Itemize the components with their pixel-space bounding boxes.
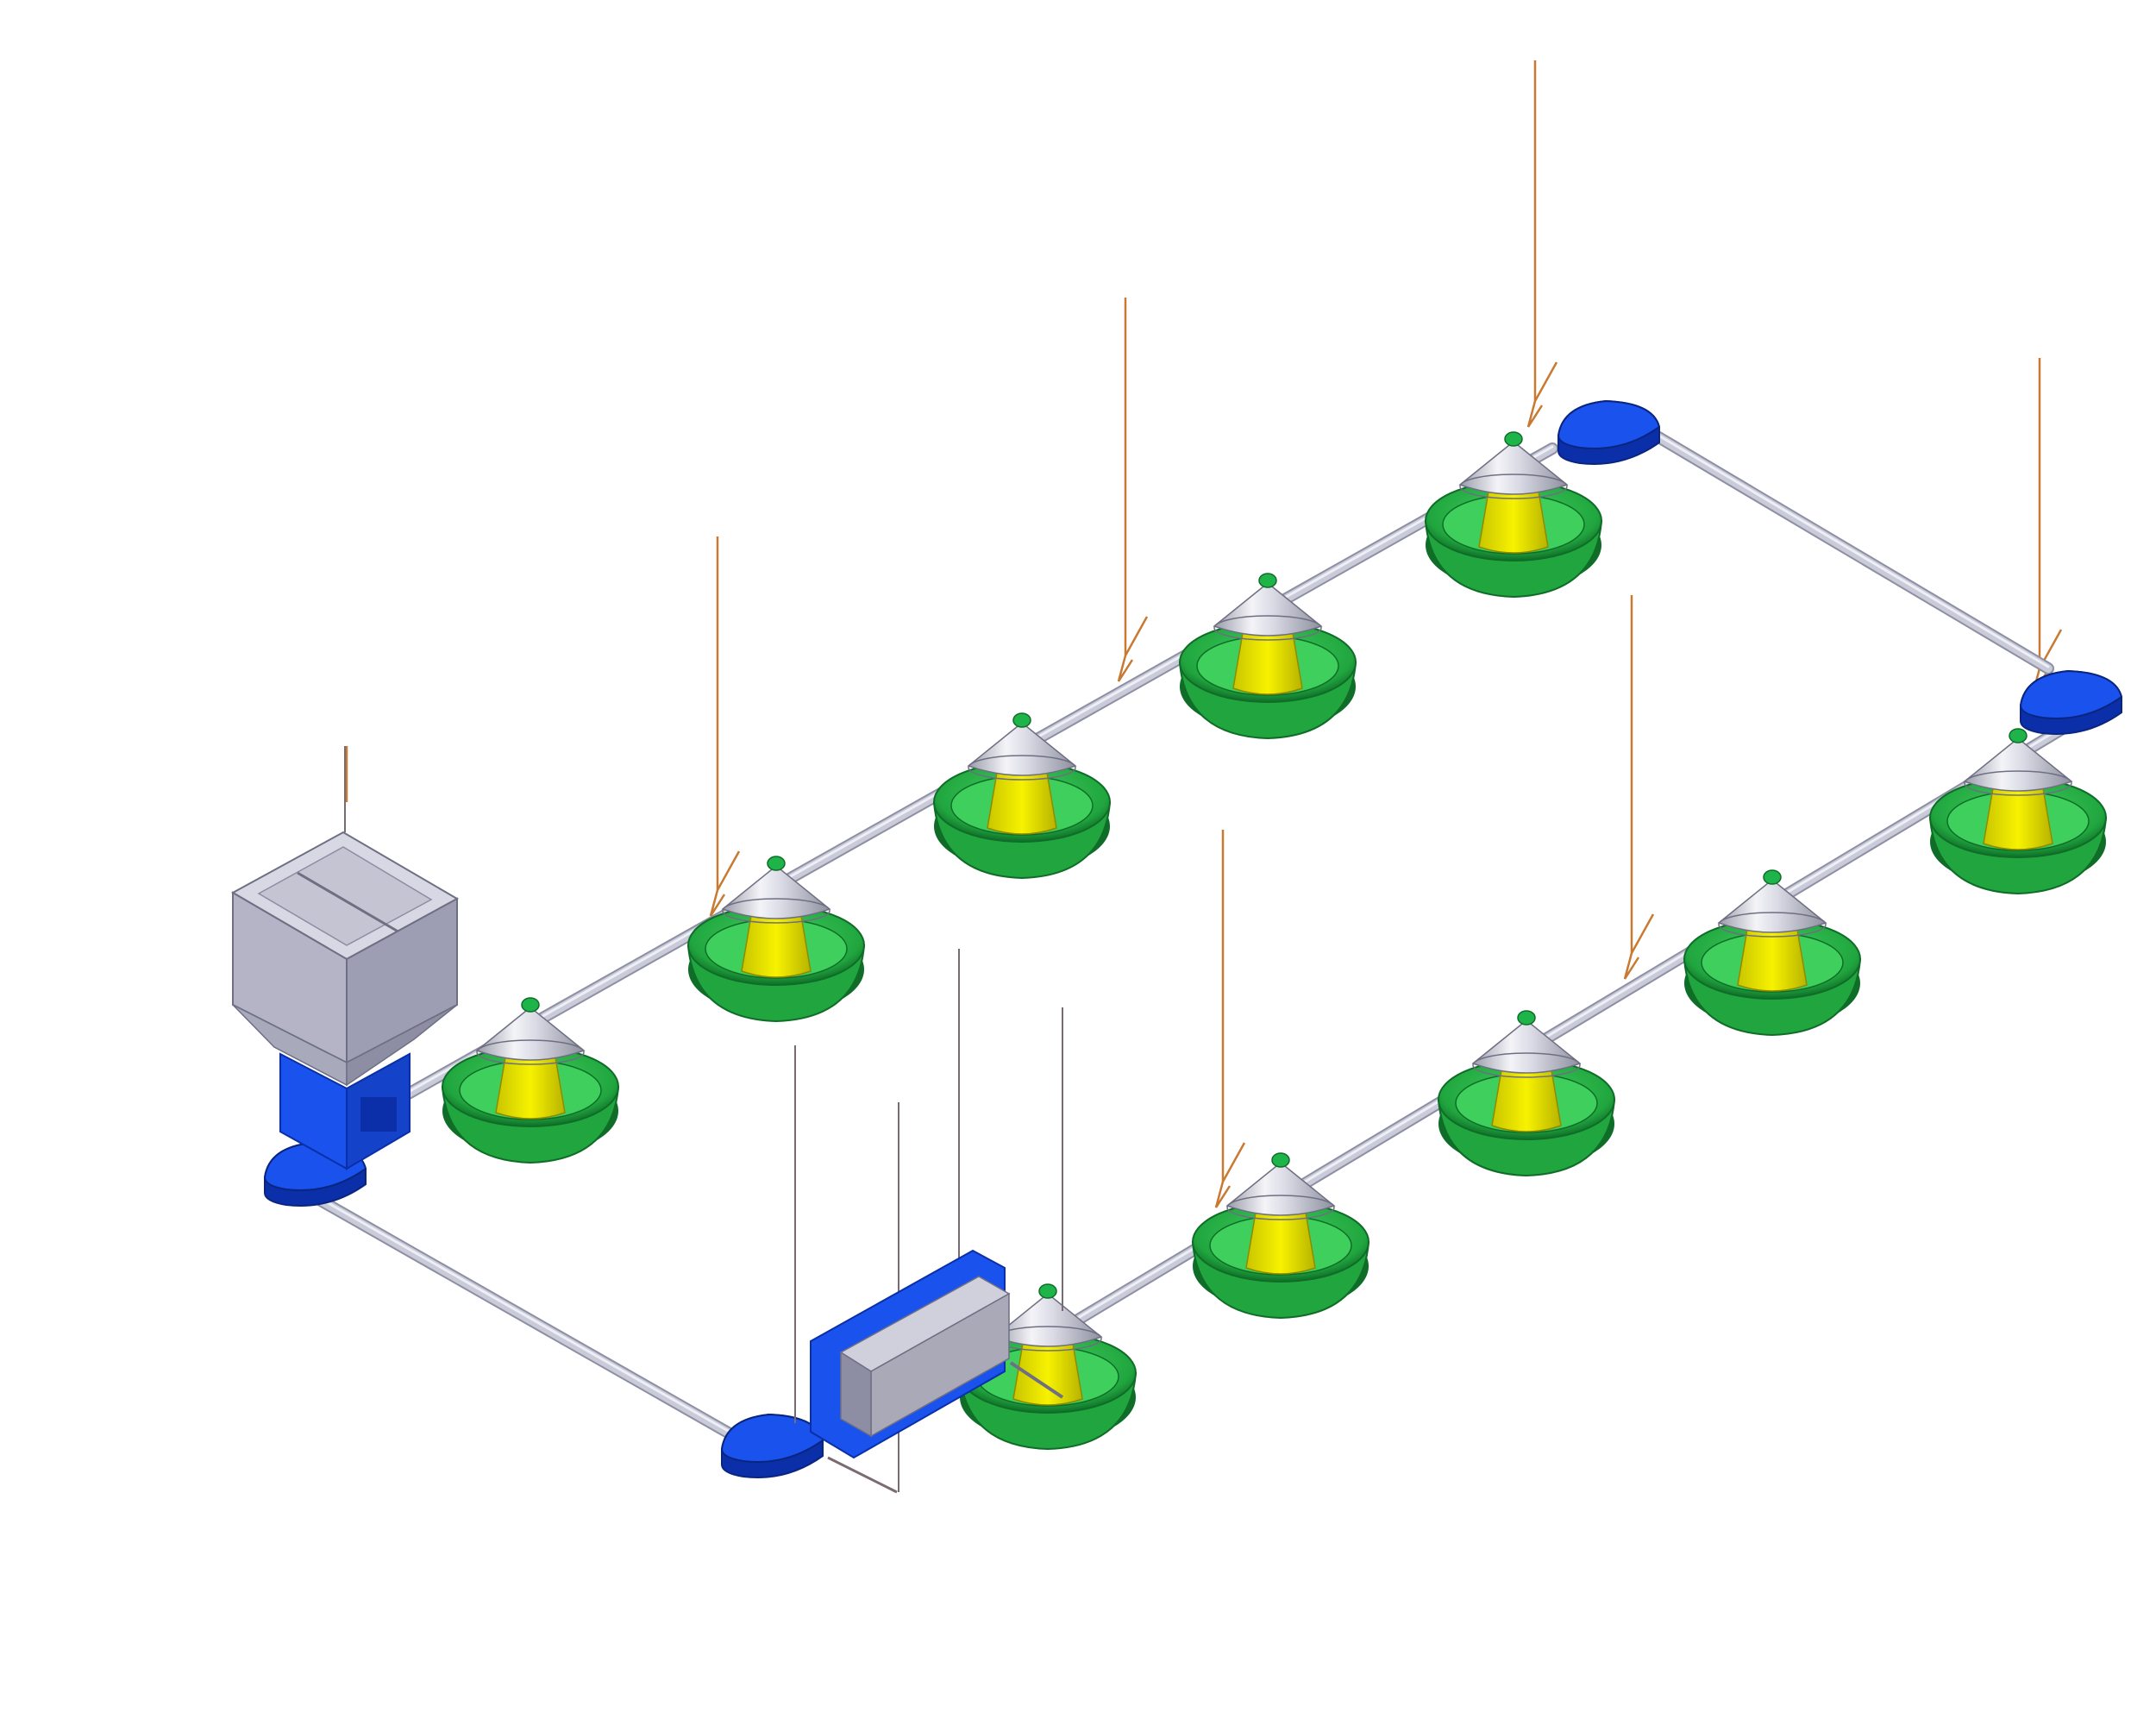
drive-housing-window: [360, 1097, 397, 1132]
feeder-pan-4-cap: [1258, 573, 1277, 588]
feeder-pan-6-cap: [2009, 728, 2028, 743]
corner-unit-top-top: [1557, 399, 1661, 449]
feeder-pan-1-cover-rim: [476, 1039, 585, 1065]
feeder-pan-1: [441, 997, 620, 1164]
feeder-pan-7: [1683, 869, 1862, 1037]
cable-1-hook: [709, 850, 741, 917]
feeder-pan-7-cover-rim: [1718, 912, 1827, 938]
drive-shaft: [827, 1456, 898, 1494]
feeder-pan-8-cap: [1517, 1010, 1536, 1026]
feeder-pan-10-cap: [1038, 1283, 1057, 1299]
drive-motor-side: [840, 1351, 872, 1438]
tube-left: [317, 1196, 746, 1445]
feeder-pan-7-cover: [1717, 879, 1827, 933]
tube-left-highlight: [319, 1197, 743, 1440]
corner-unit-right-top: [2019, 669, 2123, 719]
feeder-pan-6: [1928, 728, 2108, 895]
feeder-pan-8-feed-cone: [1491, 1064, 1562, 1132]
hopper-slot: [297, 871, 402, 935]
cable-2-hook: [1117, 616, 1149, 682]
feeder-pan-2-feed-cone: [741, 910, 812, 978]
feeder-pan-1-cover: [475, 1007, 586, 1061]
corner-unit-bottom-top: [720, 1413, 824, 1463]
feeder-pan-9-feed-cone: [1245, 1207, 1316, 1275]
feeder-pan-6-feed-cone: [1983, 782, 2053, 850]
feeder-pan-5-cover-rim: [1459, 474, 1568, 499]
feeder-pan-2-cover: [721, 865, 831, 919]
feeder-pan-7-feed-cone: [1737, 924, 1808, 992]
feeder-pan-9: [1191, 1152, 1370, 1320]
feeder-pan-4-feed-cone: [1232, 627, 1303, 695]
feeder-pan-6-cover-rim: [1964, 770, 2072, 796]
cable-6-hook: [1623, 913, 1655, 980]
feeder-pan-9-cover-rim: [1226, 1195, 1335, 1220]
feeder-pan-9-cap: [1271, 1152, 1290, 1168]
feeder-pan-5-cap: [1504, 431, 1523, 447]
feeder-pan-4: [1178, 573, 1357, 740]
feeder-pan-10-feed-cone: [1012, 1338, 1083, 1406]
drive-rod: [1009, 1361, 1064, 1399]
corner-unit-top: [1557, 399, 1661, 465]
feeder-pan-1-cap: [521, 997, 540, 1013]
cable-3-hook: [1526, 361, 1558, 428]
cable-5-hook: [1214, 1142, 1246, 1208]
feeder-pans: [441, 431, 2108, 1451]
tube-right: [1651, 431, 2053, 673]
hopper: [230, 746, 460, 1170]
feeder-pan-4-cover-rim: [1213, 615, 1322, 641]
corner-unit-bottom: [720, 1413, 824, 1478]
feeder-pan-1-feed-cone: [495, 1051, 566, 1120]
suspension-cables: [345, 60, 2063, 1208]
feeder-pan-3-feed-cone: [987, 767, 1057, 835]
tube-right-highlight: [1654, 432, 2050, 668]
tube-bottom: [1031, 720, 2074, 1350]
feeder-pan-5-feed-cone: [1478, 486, 1549, 554]
feeder-pan-3-cover-rim: [968, 755, 1076, 781]
tube-bottom-highlight: [1033, 721, 2071, 1346]
feeder-pan-8: [1437, 1010, 1616, 1177]
feeder-pan-2-cap: [767, 856, 786, 871]
corner-unit-right: [2019, 669, 2123, 735]
feeder-pan-6-cover: [1963, 737, 2073, 792]
feeder-pan-3: [932, 712, 1112, 880]
feeder-pan-2-cover-rim: [722, 898, 830, 924]
hopper-taper-right: [346, 1004, 458, 1087]
hopper-inner: [257, 846, 433, 946]
feeder-pan-8-cover-rim: [1472, 1052, 1581, 1078]
drive-unit: [794, 949, 1064, 1494]
feeder-pan-7-cap: [1763, 869, 1782, 885]
feeder-pan-2: [686, 856, 866, 1023]
feeder-pan-3-cap: [1012, 712, 1031, 728]
feeder-pan-5: [1424, 431, 1603, 599]
